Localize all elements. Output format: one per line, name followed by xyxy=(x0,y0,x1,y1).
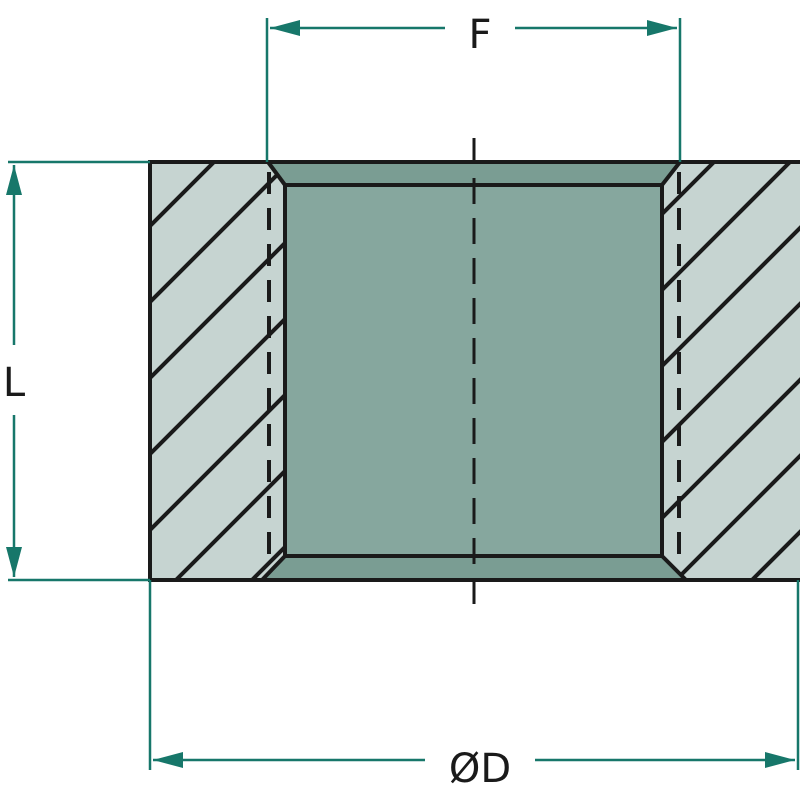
hatch-line xyxy=(154,162,285,580)
label-f: F xyxy=(468,12,491,58)
hidden-lines xyxy=(267,172,681,565)
label-od: ØD xyxy=(449,746,511,792)
hatch-line xyxy=(150,162,285,580)
hatch-line xyxy=(662,162,800,580)
hatch-line xyxy=(150,162,285,580)
hatch-right xyxy=(662,162,800,580)
dimension-lines xyxy=(6,18,800,770)
hatch-left xyxy=(150,162,285,580)
hatch-line xyxy=(150,162,285,580)
hatch-line xyxy=(150,162,238,580)
label-l: L xyxy=(3,360,26,406)
hatch-line xyxy=(662,162,800,580)
hatch-line xyxy=(662,162,800,580)
bore xyxy=(285,185,662,556)
hatch-line xyxy=(150,162,285,580)
